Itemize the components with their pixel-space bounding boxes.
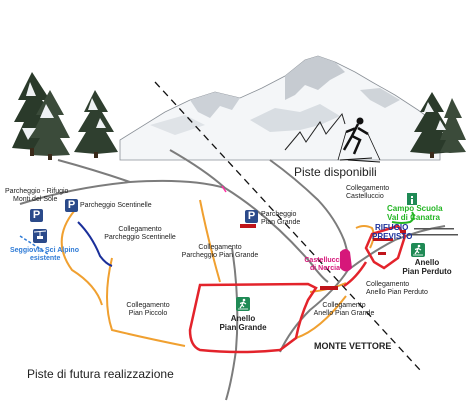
- parcheggio-rifugio-label: Parcheggio - Rifugio: [5, 188, 69, 195]
- ski-tracks: [284, 112, 346, 151]
- future-trails-label: Piste di futura realizzazione: [27, 367, 174, 381]
- coll-scentinelle-sub-label: Parcheggio Scentinelle: [104, 234, 176, 241]
- coll-parch-pian-grande-label: Collegamento: [198, 244, 242, 251]
- coll-pian-perduto-sub-label: Anello Pian Perduto: [366, 289, 428, 296]
- campo-scuola-sub-label: Val di Canatra: [387, 213, 440, 222]
- parking-icon[interactable]: P: [245, 210, 258, 223]
- parking-icon[interactable]: P: [65, 199, 78, 212]
- parcheggio-pian-grande-sub-label: Pian Grande: [261, 219, 301, 226]
- skier-icon[interactable]: [236, 297, 250, 311]
- coll-pian-piccolo-label: Collegamento: [126, 302, 170, 309]
- coll-pian-perduto-label: Collegamento: [366, 281, 410, 288]
- skier-icon: [337, 117, 381, 163]
- anello-pian-grande-label: Anello: [230, 314, 256, 323]
- roads: [19, 149, 446, 401]
- coll-anello-pian-grande-label: Collegamento: [322, 302, 366, 309]
- scentinelle-trail: [77, 221, 113, 267]
- rifugio-label: RIFUGIO: [375, 223, 409, 232]
- anello-pian-grande-sub-label: Pian Grande: [219, 323, 267, 332]
- trail-signs: [240, 224, 406, 290]
- coll-castelluccio-sub-label: Castelluccio: [346, 193, 384, 200]
- parking-icon[interactable]: P: [30, 209, 43, 222]
- castelluccio-label: Castelluccio: [304, 257, 346, 264]
- coll-scentinelle-label: Collegamento: [118, 226, 162, 233]
- parcheggio-pian-grande-label: Parcheggio: [261, 211, 297, 218]
- anello-pian-perduto-label: Anello: [414, 258, 440, 267]
- campo-scuola-trail[interactable]: [391, 211, 415, 224]
- campo-scuola-label: Campo Scuola: [387, 204, 443, 213]
- info-icon[interactable]: [407, 193, 417, 205]
- coll-castelluccio-label: Collegamento: [346, 185, 390, 192]
- seggiovia-sub-label: esistente: [30, 255, 61, 262]
- castelluccio-sub-label: di Norcia: [310, 265, 340, 272]
- mountain-icon: [119, 55, 441, 161]
- chairlift-line: [19, 235, 49, 255]
- monte-vettore-label: MONTE VETTORE: [314, 341, 392, 351]
- road-markers: [408, 228, 458, 236]
- coll-anello-pian-grande-sub-label: Anello Pian Grande: [313, 310, 375, 317]
- tree-icon: [12, 72, 466, 160]
- divider-dashed-line: [154, 81, 421, 371]
- monti-del-sole-label: Monti del Sole: [13, 196, 58, 203]
- castelluccio-marker-icon[interactable]: [340, 249, 352, 272]
- parcheggio-scentinelle-label: Parcheggio Scentinelle: [80, 202, 152, 209]
- available-trails-label: Piste disponibili: [294, 165, 377, 179]
- seggiovia-label: Seggiovia Sci Alpino: [10, 247, 79, 254]
- coll-parch-pian-grande-sub-label: Parcheggio Pian Grande: [181, 252, 259, 259]
- rifugio-sub-label: PREVISTO: [372, 232, 413, 241]
- coll-pian-piccolo-sub-label: Pian Piccolo: [128, 310, 168, 317]
- skier-icon[interactable]: [411, 243, 425, 257]
- future-trails: [60, 199, 375, 347]
- chairlift-icon[interactable]: [33, 229, 47, 243]
- anello-pian-grande-trail[interactable]: [188, 282, 318, 354]
- anello-pian-perduto-sub-label: Pian Perduto: [402, 267, 452, 276]
- coll-anello-pian-perduto-trail[interactable]: [343, 261, 368, 288]
- road-decor: [221, 185, 227, 193]
- anello-pian-perduto-trail[interactable]: [364, 224, 407, 270]
